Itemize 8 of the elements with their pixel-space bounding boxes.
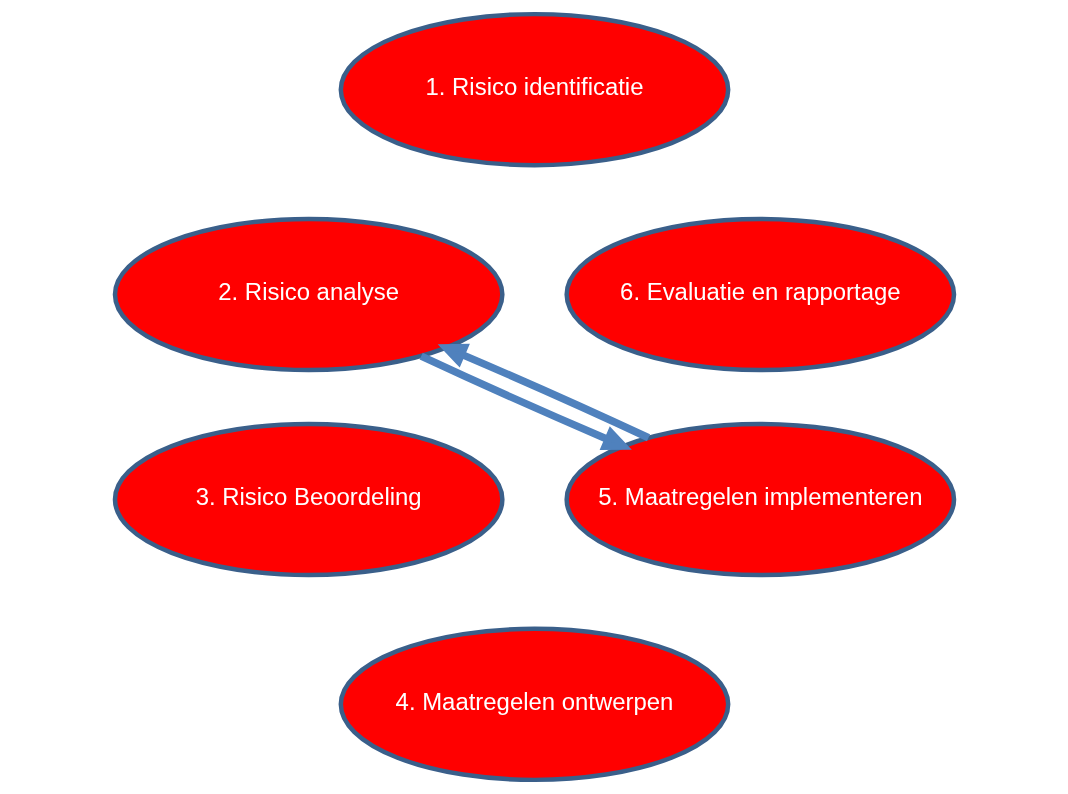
node-ellipse: 3. Risico Beoordeling [112,421,505,578]
node-ellipse: 6. Evaluatie en rapportage [563,216,956,373]
arrow [419,352,632,450]
node-ellipse: 5. Maatregelen implementeren [563,421,956,578]
node-ellipse: 2. Risico analyse [112,216,505,373]
node-ellipse: 4. Maatregelen ontwerpen [338,626,730,783]
arrow [437,343,650,442]
node-ellipse: 1. Risico identificatie [338,11,730,168]
